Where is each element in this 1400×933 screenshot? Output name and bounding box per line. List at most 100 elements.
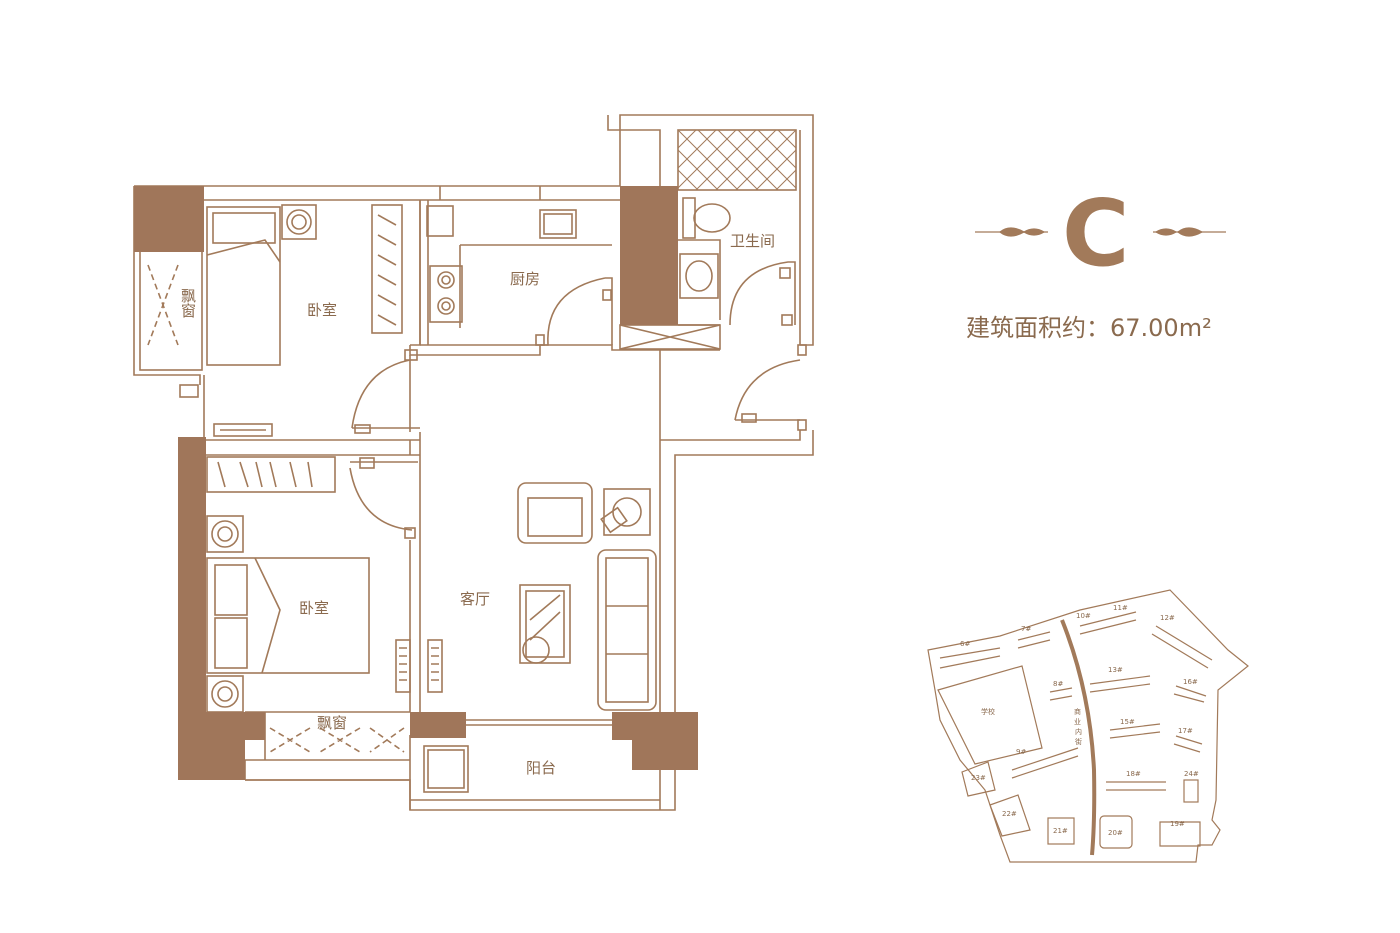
outer-wall-inner	[204, 115, 801, 810]
site-label-15: 15#	[1120, 718, 1135, 726]
partition-bedrooms	[204, 432, 421, 540]
site-label-8: 8#	[1053, 680, 1063, 688]
site-label-23: 23#	[971, 774, 986, 782]
bed-upper-blanket	[206, 239, 281, 263]
label-bathroom: 卫生间	[730, 232, 775, 250]
partition-living	[420, 344, 720, 440]
shower	[677, 129, 797, 191]
bldg-15	[1109, 723, 1161, 739]
ornament-right	[1153, 227, 1226, 237]
wardrobe-lower	[206, 456, 336, 493]
column-bottom-mid	[410, 712, 466, 738]
sofa	[597, 549, 657, 711]
bldg-16	[1173, 685, 1207, 703]
structural-columns	[134, 186, 698, 780]
wardrobe-lower-hangers	[217, 461, 313, 488]
door-kitchen	[540, 277, 613, 346]
site-label-11: 11#	[1113, 604, 1128, 612]
site-label-12: 12#	[1160, 614, 1175, 622]
living-left-wall	[409, 540, 421, 712]
label-bay-window-left: 飘窗	[179, 288, 197, 318]
area-label: 建筑面积约：67.00m²	[966, 314, 1212, 342]
nightstand-lower-1	[206, 515, 244, 553]
site-label-20: 20#	[1108, 829, 1123, 837]
bathroom-basin	[679, 253, 719, 299]
block-21	[1047, 817, 1075, 845]
bed-lower-pillow-1	[214, 564, 248, 616]
site-label-7: 7#	[1021, 625, 1031, 633]
site-plan	[927, 589, 1249, 863]
bldg-8	[1049, 687, 1073, 701]
unit-letter: C	[1062, 180, 1130, 287]
site-label-18: 18#	[1126, 770, 1141, 778]
site-label-24: 24#	[1184, 770, 1199, 778]
bldg-17	[1173, 735, 1203, 753]
label-living-room: 客厅	[460, 590, 490, 608]
balcony-wall	[409, 719, 660, 810]
site-plan-labels: 6# 7# 8# 9# 10# 11# 12# 13# 15# 16# 17# …	[960, 604, 1199, 837]
bldg-18	[1106, 781, 1166, 791]
floor-plan	[133, 114, 814, 811]
label-kitchen: 厨房	[510, 270, 540, 288]
column-bottom-right	[612, 712, 698, 770]
radiator-left	[395, 639, 411, 693]
bldg-9	[1011, 747, 1079, 779]
site-label-school: 学校	[981, 707, 995, 716]
site-label-street-1: 商	[1074, 707, 1081, 716]
site-label-10: 10#	[1076, 612, 1091, 620]
wardrobe-upper-hangers	[377, 214, 397, 326]
ac-unit	[213, 423, 273, 437]
kitchen-wall	[419, 200, 612, 345]
stove	[429, 265, 463, 323]
bay-window-left-sill	[179, 384, 199, 398]
bldg-10-11	[1079, 611, 1137, 635]
block-22	[989, 794, 1031, 837]
bedroom-upper-wall	[133, 186, 541, 440]
bldg-6	[939, 647, 1001, 669]
column-top-left	[134, 186, 204, 252]
door-bedroom-upper	[351, 355, 420, 432]
bed-upper-pillow	[212, 212, 276, 244]
room-labels: 卧室 卧室 飘窗 厨房 卫生间 客厅 阳台 飘窗	[179, 232, 775, 777]
toilet-tank	[682, 197, 696, 239]
site-label-street-3: 内	[1075, 727, 1082, 736]
bay-window-bottom-frame	[244, 711, 410, 781]
label-bedroom-lower: 卧室	[299, 599, 329, 617]
block-23	[961, 761, 996, 797]
ornament-left	[975, 227, 1048, 237]
door-bedroom-lower	[349, 461, 418, 531]
bed-lower	[206, 557, 370, 674]
bed-upper	[206, 206, 281, 366]
phone	[600, 506, 628, 534]
column-kitchen-bath	[620, 186, 678, 325]
armchair	[517, 482, 593, 544]
column-bottom-left	[206, 712, 265, 780]
side-table	[603, 488, 651, 536]
shower-grid	[677, 129, 797, 191]
site-label-22: 22#	[1002, 810, 1017, 818]
bed-lower-pillow-2	[214, 617, 248, 669]
lamp-upper	[286, 209, 312, 235]
site-label-17: 17#	[1178, 727, 1193, 735]
site-label-19: 19#	[1170, 820, 1185, 828]
bed-lower-blanket	[254, 557, 281, 674]
label-bay-window-bottom: 飘窗	[317, 714, 347, 732]
nightstand-upper	[281, 204, 317, 240]
school-block	[937, 665, 1043, 765]
kitchen-sink	[539, 209, 577, 239]
plant	[522, 636, 550, 664]
toilet	[693, 203, 731, 233]
bay-window-left-cross	[147, 264, 179, 346]
site-label-16: 16#	[1183, 678, 1198, 686]
label-bedroom-upper: 卧室	[307, 301, 337, 319]
site-label-6: 6#	[960, 640, 970, 648]
site-label-13: 13#	[1108, 666, 1123, 674]
door-bathroom	[729, 261, 796, 326]
unit-title: C 建筑面积约：67.00m²	[966, 180, 1226, 342]
coffee-table	[519, 584, 571, 664]
site-label-street-4: 街	[1075, 737, 1082, 746]
bldg-12	[1151, 625, 1213, 669]
bay-window-bottom-cross	[269, 727, 405, 753]
outer-wall	[134, 114, 814, 811]
